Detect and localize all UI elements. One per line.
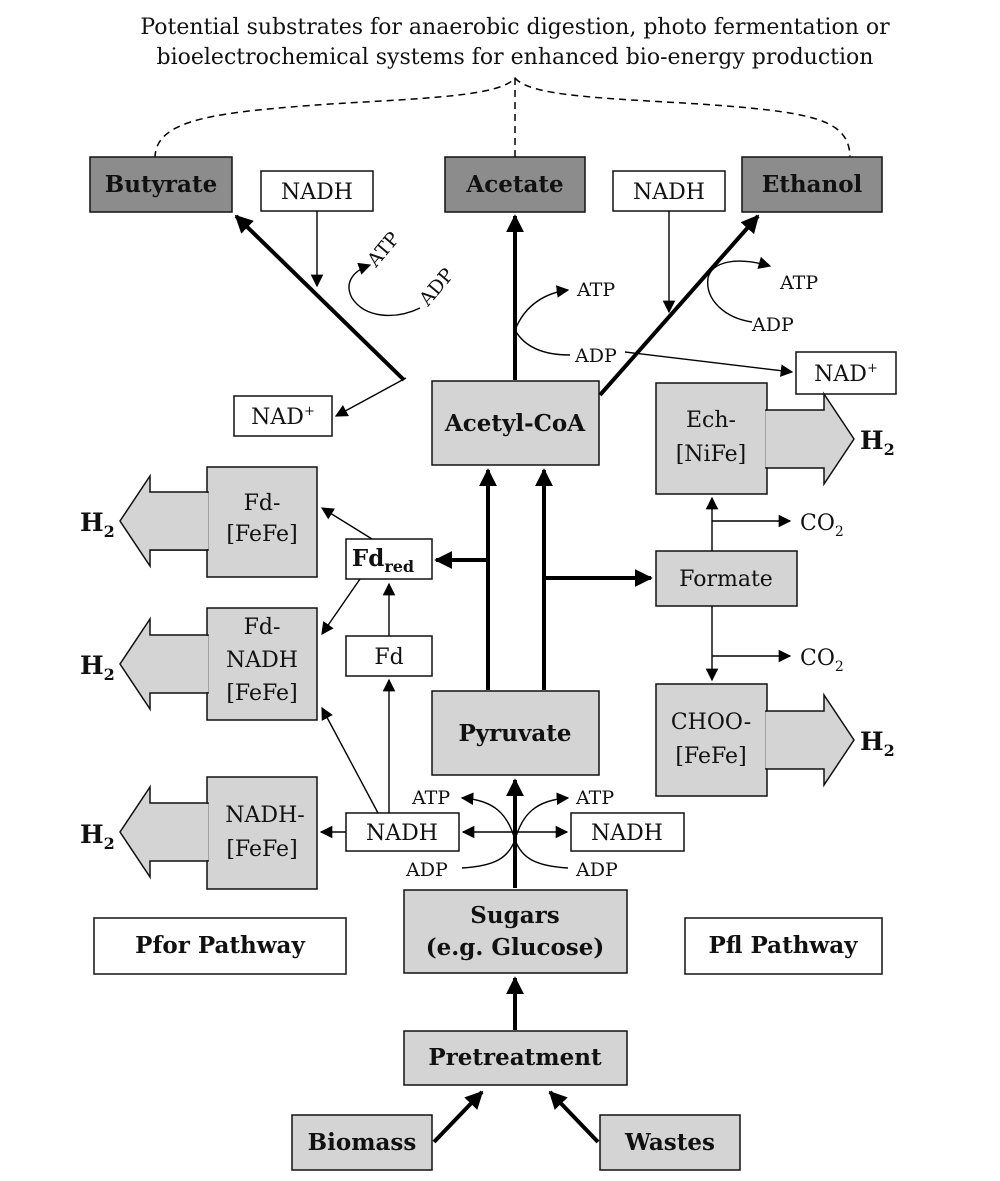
- fd-fefe-label-1: Fd-: [244, 491, 281, 516]
- sugars-box: Sugars (e.g. Glucose): [403, 889, 628, 974]
- fdred-box: Fdred: [345, 538, 433, 580]
- sugars-label-1: Sugars: [470, 902, 559, 929]
- fd-fefe-hydrogenase: Fd- [FeFe]: [119, 466, 318, 578]
- nadh-box-glyco-right: NADH: [570, 812, 685, 852]
- svg-text:NADH: NADH: [591, 821, 663, 846]
- ethanol-label: Ethanol: [762, 171, 863, 198]
- choo-label-2: [FeFe]: [675, 744, 746, 769]
- formate-label: Formate: [679, 567, 773, 592]
- choo-label-1: CHOO-: [671, 710, 751, 735]
- fd-fefe-label-2: [FeFe]: [226, 522, 297, 547]
- atp-out-butyrate: [348, 262, 372, 299]
- arrow-fdred-to-fd-nadh: [321, 578, 361, 636]
- pfl-pathway-label: Pfl Pathway: [708, 932, 858, 959]
- wastes-box: Wastes: [599, 1114, 741, 1171]
- pfor-pathway-box: Pfor Pathway: [93, 917, 347, 975]
- adp-in-butyrate: [351, 297, 421, 317]
- pyruvate-label: Pyruvate: [458, 720, 571, 747]
- fd-nadh-fefe-hydrogenase: Fd- NADH [FeFe]: [119, 607, 318, 721]
- atp-label-ethanol: ATP: [779, 272, 818, 294]
- sugars-label-2: (e.g. Glucose): [426, 934, 605, 961]
- acetyl-coa-box: Acetyl-CoA: [431, 380, 600, 466]
- atp-out-ethanol: [707, 256, 772, 279]
- arrow-to-butyrate: [234, 214, 406, 382]
- adp-label-acetate: ADP: [574, 345, 617, 367]
- adp-label-butyrate: ADP: [414, 264, 458, 311]
- atp-label-acetate: ATP: [576, 279, 615, 301]
- adp-in-glyco-right: [514, 839, 569, 869]
- atp-label-glyco-right: ATP: [575, 787, 614, 809]
- fd-nadh-label-2: NADH: [226, 648, 298, 673]
- adp-in-acetate: [514, 329, 571, 356]
- butyrate-box: Butyrate: [89, 156, 233, 213]
- pretreatment-box: Pretreatment: [403, 1030, 628, 1086]
- h2-label-fd-fefe: H2: [80, 508, 115, 541]
- svg-text:Fdred: Fdred: [352, 545, 414, 576]
- co2-label-lower: CO2: [800, 646, 844, 675]
- nad-box-left: NAD+: [233, 395, 333, 437]
- adp-label-ethanol: ADP: [751, 314, 794, 336]
- svg-text:NAD+: NAD+: [251, 404, 315, 430]
- acetate-box: Acetate: [444, 156, 586, 213]
- arrow-wastes: [548, 1090, 600, 1144]
- atp-out-acetate: [514, 285, 570, 331]
- nadh-box-left: NADH: [260, 170, 374, 212]
- nad-out-left: [334, 377, 407, 417]
- atp-out-glyco-right: [514, 792, 570, 841]
- biomass-label: Biomass: [308, 1129, 417, 1156]
- nadh-box-right: NADH: [612, 170, 726, 212]
- pretreatment-label: Pretreatment: [428, 1044, 602, 1071]
- nadh-fefe-hydrogenase: NADH- [FeFe]: [119, 776, 318, 890]
- acetate-label: Acetate: [465, 171, 563, 198]
- biomass-box: Biomass: [291, 1114, 433, 1171]
- h2-label-choo: H2: [860, 727, 895, 760]
- adp-in-glyco-left: [461, 839, 516, 869]
- adp-in-ethanol: [707, 277, 753, 323]
- co2-label-upper: CO2: [800, 511, 844, 540]
- atp-out-glyco-left: [460, 792, 516, 841]
- nadh-box-glyco-left: NADH: [345, 812, 460, 852]
- svg-text:NAD+: NAD+: [814, 361, 878, 387]
- pyruvate-box: Pyruvate: [431, 690, 600, 776]
- adp-label-glyco-left: ADP: [405, 859, 448, 881]
- adp-label-glyco-right: ADP: [575, 859, 618, 881]
- formate-box: Formate: [655, 550, 798, 607]
- fd-nadh-label-3: [FeFe]: [226, 681, 297, 706]
- header-line-1: Potential substrates for anaerobic diges…: [140, 15, 890, 40]
- pfl-pathway-box: Pfl Pathway: [684, 917, 883, 975]
- svg-text:Fd: Fd: [374, 645, 403, 670]
- choo-fefe-hydrogenase: CHOO- [FeFe]: [655, 683, 855, 797]
- nadh-fefe-label-1: NADH-: [225, 803, 304, 828]
- nad-out-right: [624, 351, 794, 377]
- nadh-fefe-label-2: [FeFe]: [226, 837, 297, 862]
- h2-label-ech: H2: [860, 426, 895, 459]
- arrow-to-ethanol: [598, 214, 760, 397]
- dashed-brace: [154, 76, 851, 159]
- acetyl-coa-label: Acetyl-CoA: [444, 410, 586, 437]
- header-line-2: bioelectrochemical systems for enhanced …: [157, 45, 874, 70]
- ech-label-1: Ech-: [686, 408, 736, 433]
- fd-nadh-label-1: Fd-: [244, 615, 281, 640]
- butyrate-label: Butyrate: [105, 171, 217, 198]
- atp-label-glyco-left: ATP: [411, 787, 450, 809]
- svg-text:NADH: NADH: [281, 180, 353, 205]
- svg-text:NADH: NADH: [366, 821, 438, 846]
- wastes-label: Wastes: [624, 1129, 715, 1156]
- arrow-nadh-to-fd-nadh: [321, 706, 379, 814]
- h2-label-fd-nadh: H2: [80, 651, 115, 684]
- fd-box: Fd: [345, 635, 433, 677]
- pfor-pathway-label: Pfor Pathway: [135, 932, 305, 959]
- ech-nife-hydrogenase: Ech- [NiFe]: [655, 382, 855, 495]
- ech-label-2: [NiFe]: [676, 442, 747, 467]
- arrow-fdred-to-fd-fefe: [320, 507, 373, 540]
- h2-label-nadh-fefe: H2: [80, 820, 115, 853]
- ethanol-box: Ethanol: [741, 156, 883, 213]
- nad-box-right: NAD+: [795, 351, 897, 395]
- arrow-biomass: [432, 1090, 484, 1144]
- svg-text:NADH: NADH: [633, 180, 705, 205]
